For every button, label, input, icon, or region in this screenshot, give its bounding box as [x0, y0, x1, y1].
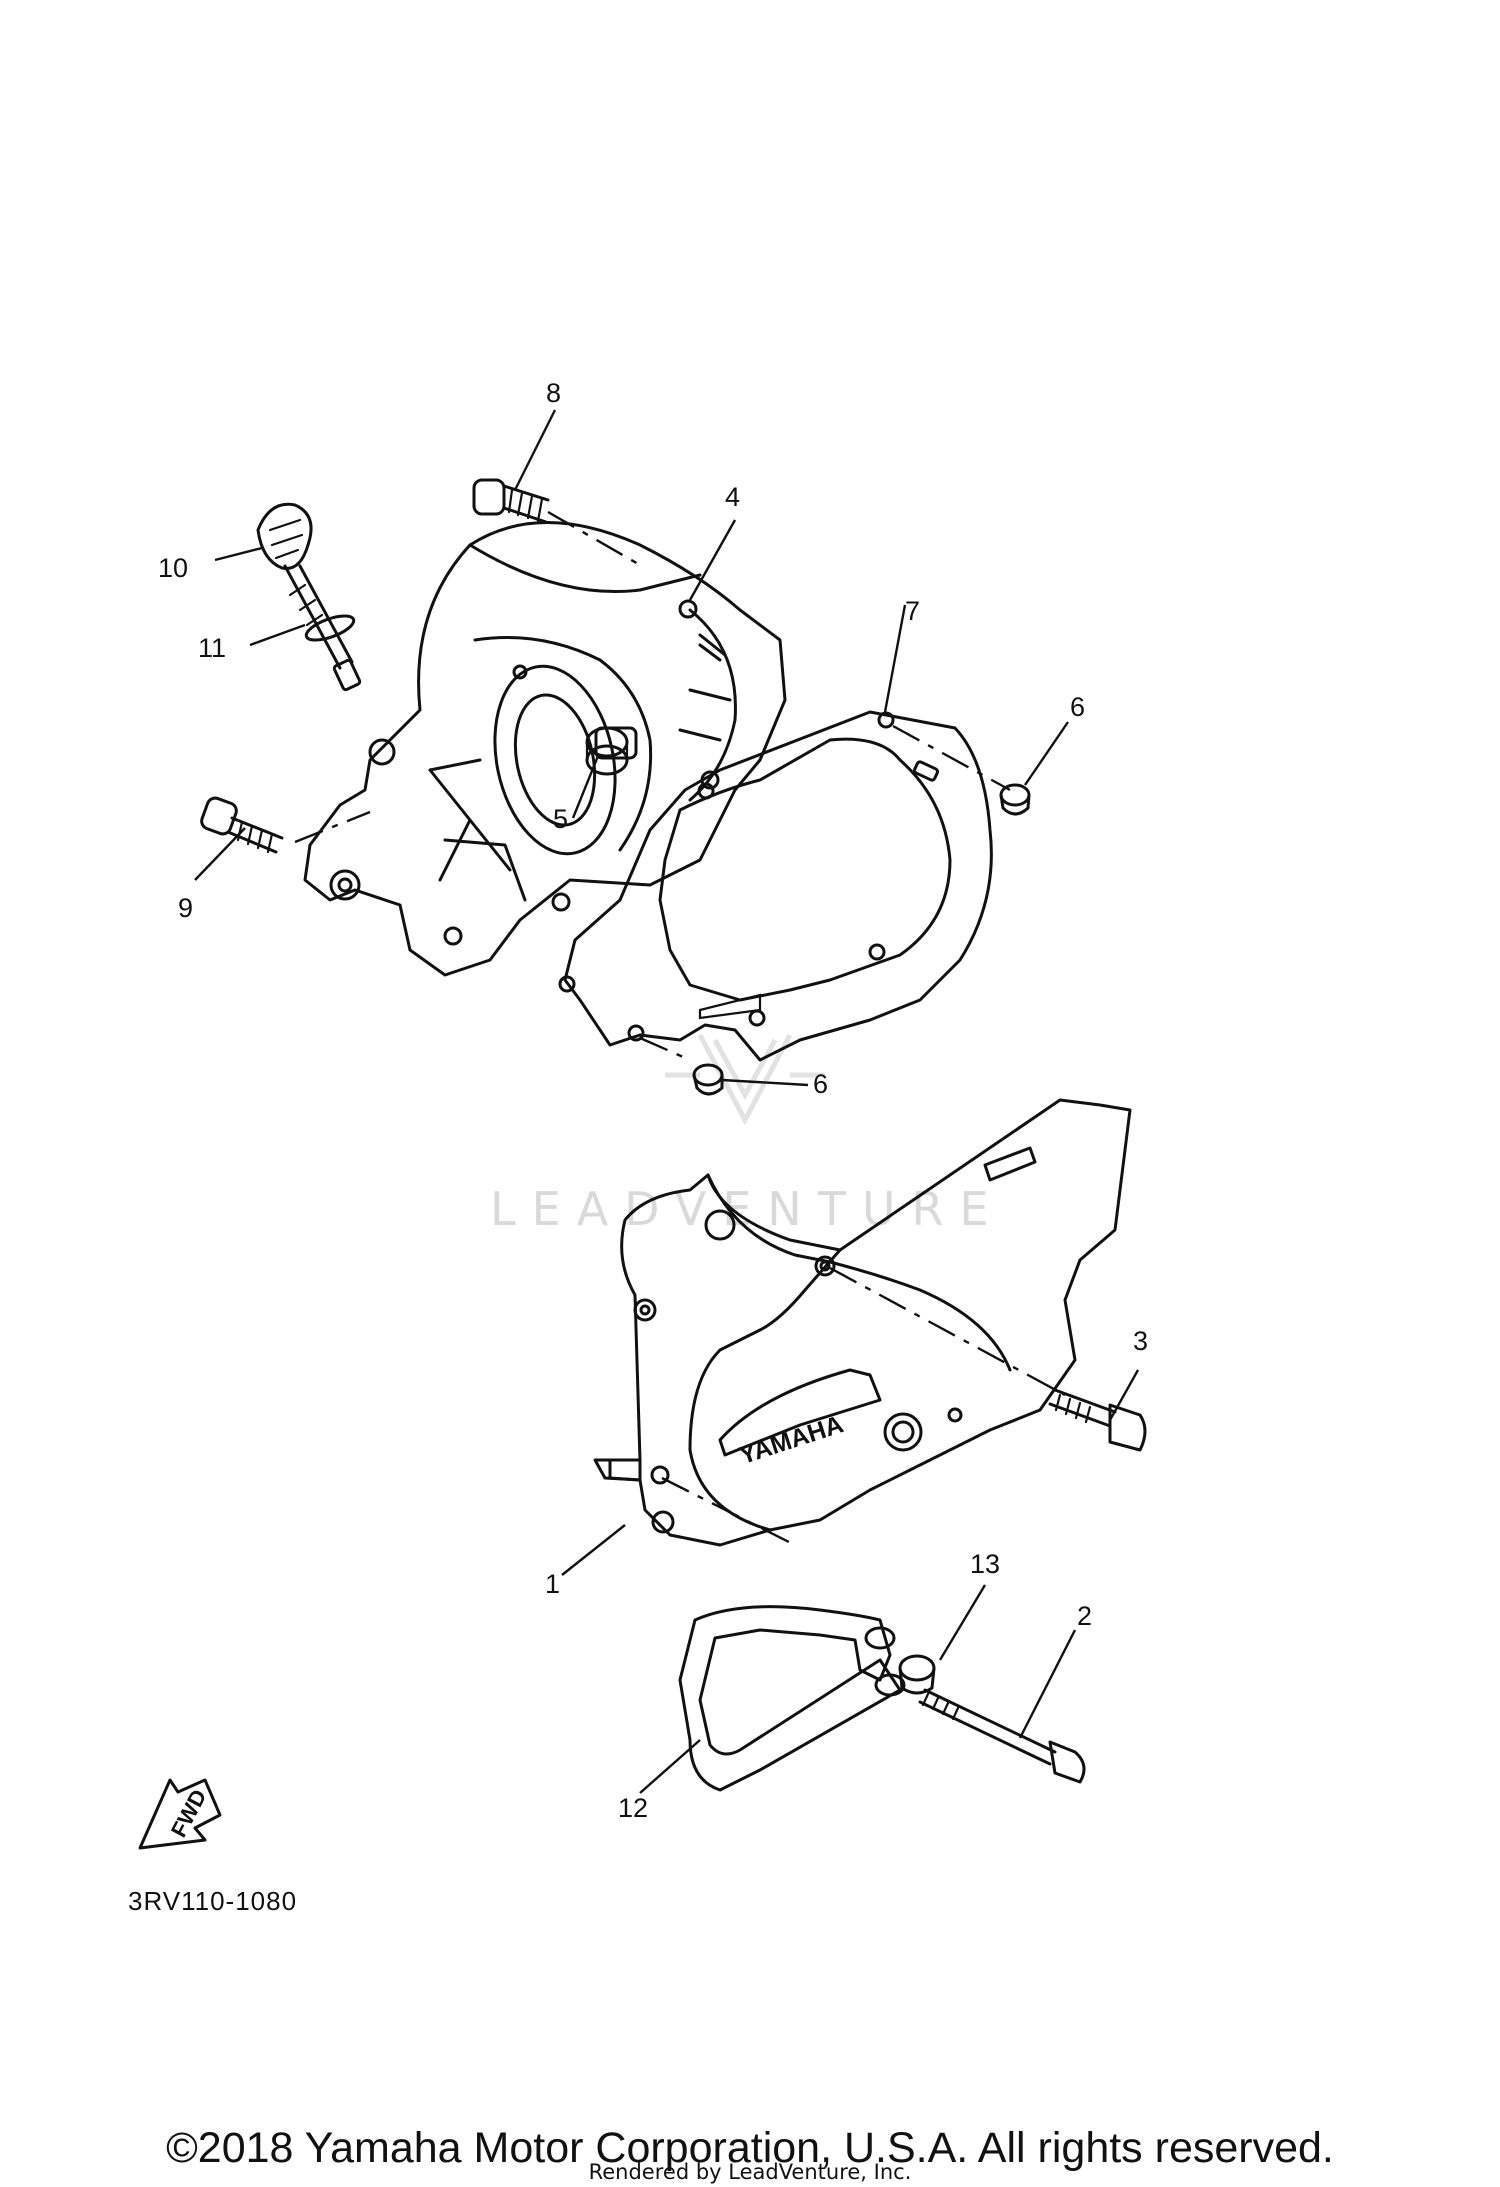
- callout-13: 13: [970, 1549, 1000, 1579]
- callout-6-lower: 6: [813, 1069, 828, 1099]
- part-8-bolt: [472, 478, 641, 567]
- fwd-label: FWD: [166, 1785, 212, 1841]
- part-7-gasket: [558, 710, 1011, 1062]
- part-4-crankcase-cover: [294, 521, 787, 977]
- yamaha-badge-text: YAMAHA: [736, 1410, 847, 1470]
- callout-11: 11: [198, 633, 226, 663]
- fwd-arrow-icon: FWD: [138, 1778, 222, 1850]
- callout-12: 12: [618, 1793, 648, 1823]
- part-13-nut: [898, 1654, 936, 1695]
- part-3-bolt: [1048, 1388, 1147, 1452]
- watermark-text: LEADVENTURE: [490, 1182, 1005, 1236]
- part-11-o-ring: [304, 614, 356, 642]
- callout-3: 3: [1133, 1326, 1148, 1356]
- part-2-bolt: [918, 1688, 1086, 1784]
- part-10-dipstick: [256, 502, 362, 692]
- part-12-bracket: [678, 1605, 906, 1792]
- watermark-logo-mark: [665, 1033, 825, 1126]
- diagram-code: 3RV110-1080: [128, 1886, 297, 1916]
- leadventure-watermark: LEADVENTURE: [490, 1033, 1005, 1236]
- part-9-bolt: [200, 796, 284, 854]
- callout-10: 10: [158, 553, 188, 583]
- leader-lines: [194, 409, 1140, 1794]
- callout-8: 8: [546, 378, 561, 408]
- callout-2: 2: [1077, 1601, 1092, 1631]
- rendered-by-credit: Rendered by LeadVenture, Inc.: [588, 2160, 912, 2184]
- callout-5: 5: [553, 804, 568, 834]
- callout-4: 4: [725, 482, 740, 512]
- copyright-notice: ©2018 Yamaha Motor Corporation, U.S.A. A…: [166, 2124, 1334, 2172]
- part-1-crankcase-cover: YAMAHA: [593, 1098, 1132, 1547]
- callout-1: 1: [545, 1569, 560, 1599]
- callout-7: 7: [905, 596, 920, 626]
- part-6-dowel-lower: [692, 1063, 724, 1096]
- callout-9: 9: [178, 893, 193, 923]
- part-6-dowel-upper: [999, 783, 1031, 816]
- part-5-dowel: [594, 726, 638, 760]
- callout-6-upper: 6: [1070, 692, 1085, 722]
